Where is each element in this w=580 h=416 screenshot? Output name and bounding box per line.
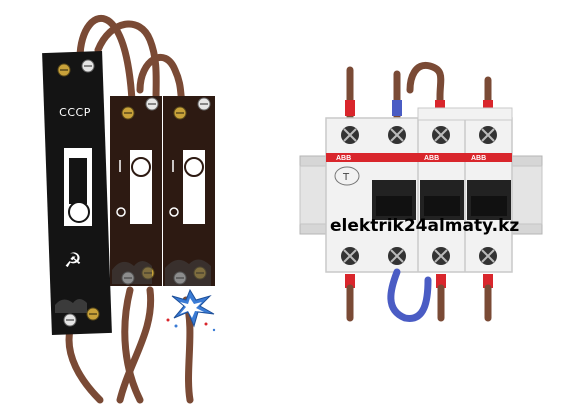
screw-icon (145, 97, 159, 111)
abb-breaker-block: ABB ABB ABB T (325, 107, 513, 273)
screw-icon (121, 106, 135, 120)
brand-label: ABB (424, 155, 439, 162)
screw-icon (57, 63, 71, 77)
brand-label: ABB (336, 155, 351, 162)
screw-icon (81, 59, 95, 73)
modern-breaker-wires-bottom (345, 268, 493, 322)
screw-icon (341, 126, 359, 144)
old-breaker-pair (110, 96, 215, 286)
screw-icon (432, 247, 450, 265)
screw-icon (388, 126, 406, 144)
screw-icon (173, 106, 187, 120)
ussr-label: СССР (59, 106, 91, 119)
soviet-breaker (42, 51, 112, 335)
screw-icon (479, 247, 497, 265)
screw-icon (432, 126, 450, 144)
screw-icon (388, 247, 406, 265)
screw-icon (341, 247, 359, 265)
spark-icon (166, 288, 216, 332)
screw-icon (479, 126, 497, 144)
brand-label: ABB (471, 155, 486, 162)
screw-icon (63, 313, 77, 327)
watermark: elektrik24almaty.kz (330, 216, 520, 236)
screw-icon (86, 307, 100, 321)
hammer-sickle-icon: ☭ (64, 248, 82, 272)
screw-icon (197, 97, 211, 111)
test-button-label: T (342, 172, 350, 183)
